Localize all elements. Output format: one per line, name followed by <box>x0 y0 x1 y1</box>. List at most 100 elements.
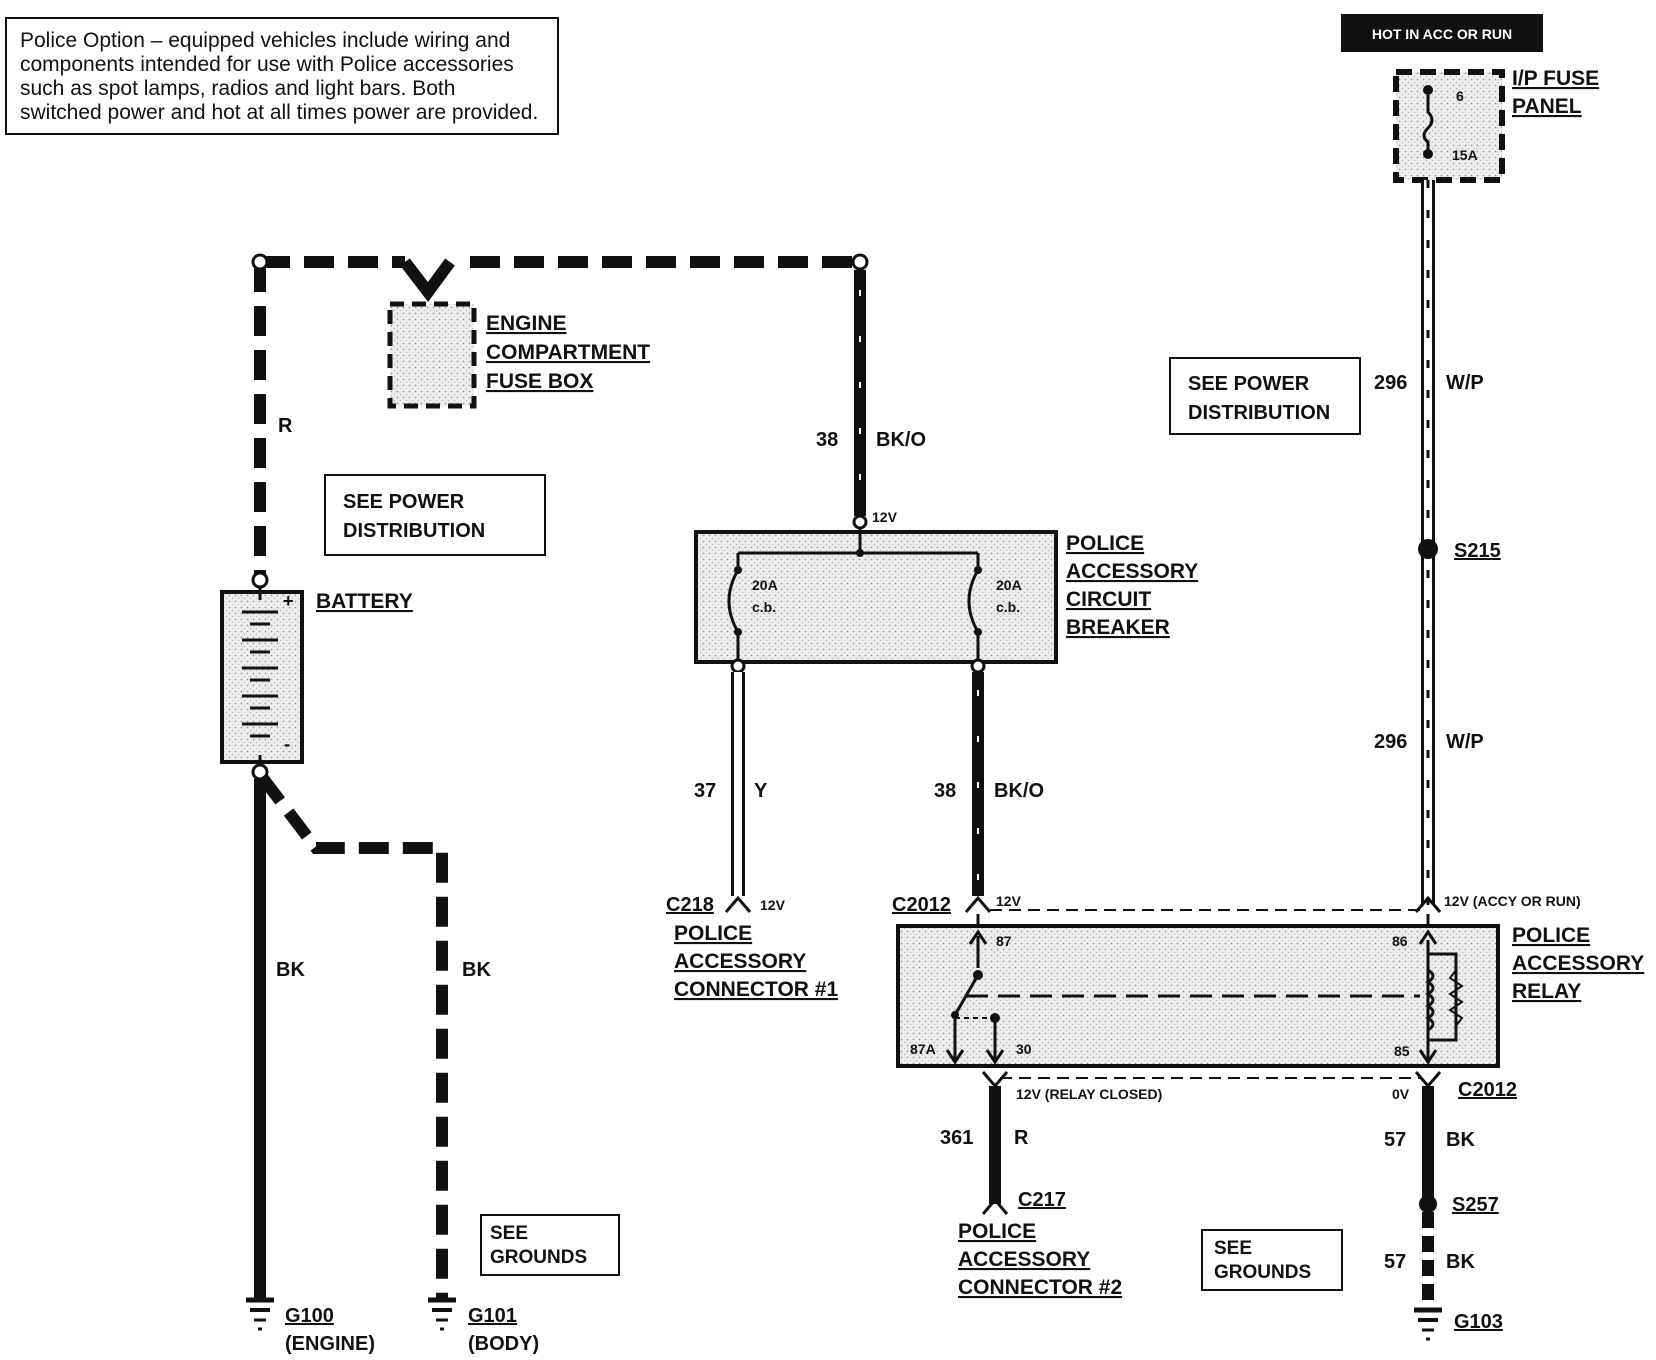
connector1-line1: POLICE <box>674 922 752 945</box>
battery: + - BATTERY <box>220 571 413 781</box>
relay-pin-87: 87 <box>996 933 1012 949</box>
fuse-rating: 15A <box>1452 147 1478 163</box>
battery-label: BATTERY <box>316 590 413 613</box>
relay-pin-85: 85 <box>1394 1043 1410 1059</box>
wire-38-top-color: BK/O <box>876 429 926 451</box>
wire-r-top: R <box>251 253 869 580</box>
wire-bk-right-label: BK <box>462 959 491 981</box>
note-line-3: such as spot lamps, radios and light bar… <box>20 77 455 100</box>
circuit-breaker-1-icon <box>727 569 740 633</box>
see-grounds-left: SEE GROUNDS <box>480 1214 620 1276</box>
wire-296-top-number: 296 <box>1374 372 1407 394</box>
ground-icon <box>428 1297 456 1331</box>
battery-plus: + <box>283 591 294 611</box>
see-power-distribution-left: SEE POWER DISTRIBUTION <box>324 474 546 556</box>
ground-g101: G101 (BODY) <box>428 1297 539 1355</box>
splice-s257-label: S257 <box>1452 1194 1499 1216</box>
ground-g103: G103 <box>1414 1307 1503 1341</box>
wire-57a-number: 57 <box>1384 1129 1406 1151</box>
ground-icon <box>1414 1307 1442 1341</box>
engine-fuse-line3: FUSE BOX <box>486 370 593 393</box>
engine-fuse-line1: ENGINE <box>486 312 567 335</box>
wire-bk-left-label: BK <box>276 959 305 981</box>
connector1-line3: CONNECTOR #1 <box>674 978 838 1001</box>
resistor-icon <box>1448 969 1464 1027</box>
ground-g103-label: G103 <box>1454 1311 1503 1333</box>
wire-38-bottom-color: BK/O <box>994 780 1044 802</box>
cb-title-3: CIRCUIT <box>1066 588 1151 611</box>
wire-57-bk: S257 57 BK 57 BK <box>1384 1086 1499 1306</box>
wire-296-bottom-number: 296 <box>1374 731 1407 753</box>
connector-c218: C218 <box>666 894 714 916</box>
ip-fuse-title-2: PANEL <box>1512 95 1582 118</box>
battery-icon <box>242 610 278 738</box>
note-line-4: switched power and hot at all times powe… <box>20 101 538 124</box>
relay-title-1: POLICE <box>1512 924 1590 947</box>
ground-g100-sub: (ENGINE) <box>285 1333 375 1355</box>
connector2-line2: ACCESSORY <box>958 1248 1090 1271</box>
wire-38-bko-bottom: 38 BK/O C2012 12V <box>892 658 1044 916</box>
connector1-line2: ACCESSORY <box>674 950 806 973</box>
splice-s215-label: S215 <box>1454 540 1501 562</box>
wire-38-bko-top: 38 BK/O 12V <box>816 270 926 530</box>
police-accessory-relay: 87 87A 30 86 85 POLICE ACCESSORY RELAY <box>896 914 1644 1068</box>
ground-g100-label: G100 <box>285 1305 334 1327</box>
engine-compartment-fuse-box: ENGINE COMPARTMENT FUSE BOX <box>387 301 650 409</box>
wire-37-number: 37 <box>694 780 716 802</box>
connector-c2012-left: C2012 <box>892 894 951 916</box>
relay-pin-87a: 87A <box>910 1041 936 1057</box>
hot-in-acc-label: HOT IN ACC OR RUN <box>1341 14 1543 52</box>
splice-s257-dot <box>1419 1195 1437 1213</box>
fuse-icon <box>1422 95 1434 150</box>
wire-57b-number: 57 <box>1384 1251 1406 1273</box>
see-power-left-line2: DISTRIBUTION <box>343 520 485 542</box>
wire-361-number: 361 <box>940 1127 973 1149</box>
see-power-right-line1: SEE POWER <box>1188 373 1310 395</box>
wire-38-top-number: 38 <box>816 429 838 451</box>
connector-c2012-right-voltage: 12V (ACCY OR RUN) <box>1444 893 1581 909</box>
see-power-left-line1: SEE POWER <box>343 491 465 513</box>
ground-g100: G100 (ENGINE) <box>246 1297 375 1355</box>
wire-bk-ground: BK BK <box>254 773 491 1298</box>
connector-c217: C217 <box>1018 1189 1066 1211</box>
note-line-1: Police Option – equipped vehicles includ… <box>20 29 510 52</box>
relay-coil-icon <box>1425 968 1435 1032</box>
ip-fuse-panel: 6 15A I/P FUSE PANEL <box>1393 67 1599 183</box>
relay-title-2: ACCESSORY <box>1512 952 1644 975</box>
wire-38-bottom-number: 38 <box>934 780 956 802</box>
relay-title-3: RELAY <box>1512 980 1581 1003</box>
relay-pin-86: 86 <box>1392 933 1408 949</box>
ground-g101-label: G101 <box>468 1305 517 1327</box>
connector2-line1: POLICE <box>958 1220 1036 1243</box>
see-grounds-right: SEE GROUNDS <box>1201 1229 1343 1291</box>
wire-r-label: R <box>278 415 293 437</box>
relay-closed-voltage: 12V (RELAY CLOSED) <box>1016 1086 1162 1102</box>
police-option-note: Police Option – equipped vehicles includ… <box>5 17 559 135</box>
connector-c2012-left-voltage: 12V <box>996 893 1022 909</box>
wire-37-color: Y <box>754 780 768 802</box>
cb2-type: c.b. <box>996 599 1020 615</box>
see-grounds-right-line1: SEE <box>1214 1238 1252 1259</box>
splice-s215-dot <box>1418 539 1438 559</box>
connector-c218-voltage: 12V <box>760 897 786 913</box>
see-grounds-right-line2: GROUNDS <box>1214 1262 1311 1283</box>
hot-label-text: HOT IN ACC OR RUN <box>1372 26 1512 42</box>
police-accessory-connector-1: POLICE ACCESSORY CONNECTOR #1 <box>674 922 838 1001</box>
cb-voltage-in: 12V <box>872 509 898 525</box>
cb-title-2: ACCESSORY <box>1066 560 1198 583</box>
relay-pin-30: 30 <box>1016 1041 1032 1057</box>
ground-g101-sub: (BODY) <box>468 1333 539 1355</box>
see-power-distribution-right: SEE POWER DISTRIBUTION <box>1169 357 1361 435</box>
connector2-line3: CONNECTOR #2 <box>958 1276 1122 1299</box>
battery-minus: - <box>284 734 290 754</box>
wire-37-y: 37 Y C218 12V <box>666 658 786 916</box>
wire-57a-color: BK <box>1446 1129 1475 1151</box>
connector-ov: 0V <box>1392 1086 1410 1102</box>
cb-title-1: POLICE <box>1066 532 1144 555</box>
see-grounds-left-line1: SEE <box>490 1223 528 1244</box>
see-power-right-line2: DISTRIBUTION <box>1188 402 1330 424</box>
connector-c2012-bottom: C2012 <box>1458 1079 1517 1101</box>
ip-fuse-title-1: I/P FUSE <box>1512 67 1599 90</box>
ground-icon <box>246 1297 274 1331</box>
